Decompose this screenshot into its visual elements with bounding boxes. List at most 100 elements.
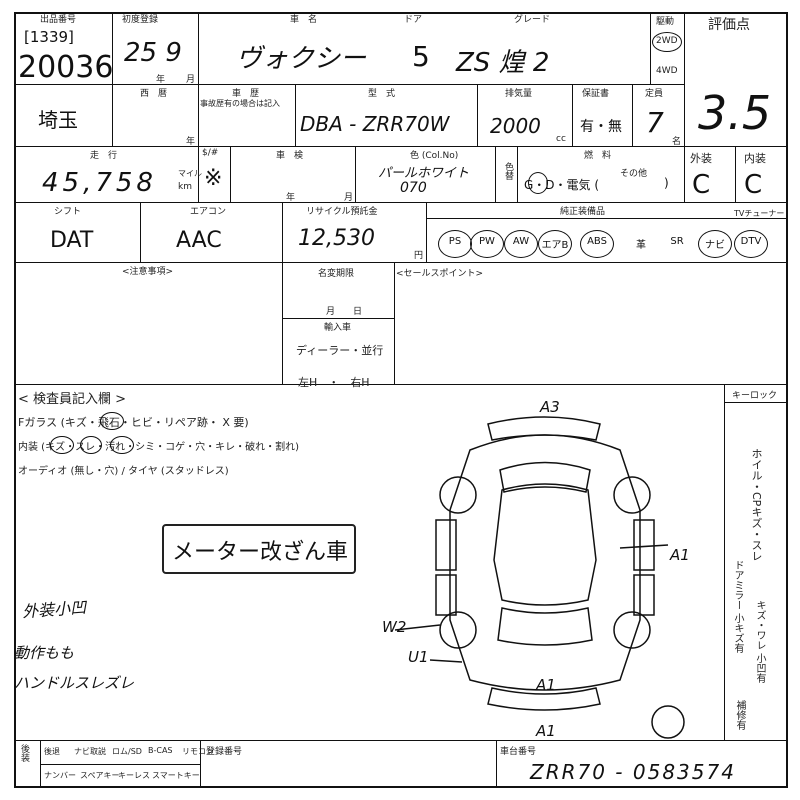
footer-item-2: スペアキー [80, 771, 120, 780]
mark-a1-bottom: A1 [535, 722, 556, 740]
footer-item-2: ナンバー [44, 771, 76, 780]
footer-item: B-CAS [148, 746, 173, 755]
ac-label: エアコン [190, 207, 227, 217]
ac: AAC [176, 228, 222, 253]
equipment-circle [734, 230, 768, 258]
inspector-heading: < 検査員記入欄 > [18, 392, 127, 407]
recycle-label: リサイクル預託金 [306, 207, 378, 217]
color-value: パールホワイト [378, 166, 470, 181]
steering: 左H ・ 右H [298, 376, 370, 389]
capacity-label: 定員 [645, 89, 664, 99]
drive-4wd: 4WD [656, 66, 678, 76]
region: 埼玉 [38, 108, 78, 132]
exterior: C [692, 170, 711, 200]
wheel-rear-right [613, 611, 651, 649]
door-right-front [633, 519, 655, 571]
drive-label: 駆動 [656, 17, 675, 27]
capacity: 7 [646, 106, 664, 139]
sharp-value: ※ [204, 166, 223, 191]
side-text-4: 補修有 [734, 700, 745, 730]
car-name-label: 車 名 [290, 15, 318, 25]
interior-line: 内装 (キズ・スレ・汚れ・シミ・コゲ・穴・キレ・破れ・割れ) [18, 442, 299, 453]
color-no: 070 [400, 180, 427, 196]
disp-label: 排気量 [505, 89, 533, 99]
hand-note-1: 外装小凹 [21, 597, 87, 622]
mark-u1: U1 [408, 648, 429, 666]
mark-a3: A3 [539, 398, 560, 416]
outer-right [786, 12, 788, 788]
grade: ZS 煌 2 [456, 48, 550, 78]
attention-label: <注意事項> [122, 267, 174, 277]
grade-label: グレード [514, 15, 551, 25]
equipment-circle [470, 230, 504, 258]
equipment-item: 革 [636, 240, 646, 251]
car-roof [493, 483, 597, 606]
history-note: 事故歴有の場合は記入 [200, 99, 280, 108]
equipment-circle [580, 230, 614, 258]
door-left-front [435, 519, 457, 571]
equipment-item: DTV [740, 236, 762, 247]
equipment-item: AW [512, 236, 530, 247]
hand-note-2: 動作もも [14, 644, 75, 662]
outer-bottom [14, 786, 788, 788]
equipment-circle [504, 230, 538, 258]
exterior-label: 外装 [690, 152, 712, 165]
equipment-circle [698, 230, 732, 258]
recycle: 12,530 [298, 226, 375, 251]
car-rear-window [497, 607, 593, 646]
reg-label: 登録番号 [206, 747, 243, 757]
side-text-1: ホイル・CPキズ・スレ [750, 448, 763, 562]
keylock-label: キーロック [732, 391, 778, 401]
inspection-label: 車 検 [276, 151, 304, 161]
audio-line: オーディオ (無し・穴) / タイヤ (スタッドレス) [18, 466, 229, 477]
interior-label: 内装 [744, 152, 766, 165]
score-label: 評価点 [708, 17, 750, 33]
door-right-rear [633, 574, 655, 616]
mark-a1-side: A1 [669, 546, 690, 564]
door-label: ドア [404, 15, 423, 25]
mark-w2: W2 [382, 618, 406, 636]
equipment-item: PS [448, 236, 462, 247]
history-label: 車 歴 [232, 89, 260, 99]
deadline-label: 名変期限 [318, 269, 355, 279]
color-change-label: 色替 [503, 162, 513, 180]
equipment-item: ナビ [705, 240, 725, 251]
drive-2wd: 2WD [656, 36, 678, 46]
fuel-label: 燃 料 [584, 151, 612, 161]
tuner-label: TVチューナー [734, 209, 785, 218]
footer-item-2: スマートキー [152, 771, 200, 780]
door-left-rear [435, 574, 457, 616]
sales-label: <セールスポイント> [396, 269, 484, 279]
interior: C [744, 170, 763, 200]
chassis-number: ZRR70 - 0583574 [530, 760, 736, 784]
lot-number: 20036 [18, 50, 114, 85]
hand-note-3: ハンドルスレズレ [14, 674, 135, 692]
footer-item: リモコン [182, 747, 214, 756]
car-windshield [499, 461, 591, 493]
footer-item: ナビ取説 [74, 747, 106, 756]
shift-label: シフト [54, 207, 82, 217]
first-reg-value: 25 9 [124, 38, 182, 68]
footer-item: ロム/SD [112, 747, 142, 756]
glass-line: Fガラス (キズ・飛石・ヒビ・リペア跡・ X 要) [18, 416, 249, 429]
footer-item: 後退 [44, 747, 60, 756]
displacement: 2000 [490, 114, 541, 138]
mileage: 45,758 [42, 168, 157, 198]
outer-left [14, 12, 16, 788]
model: DBA - ZRR70W [300, 112, 450, 136]
first-reg-label: 初度登録 [122, 15, 159, 25]
meter-tampered-text: メーター改ざん車 [172, 540, 349, 565]
era-label: 西 暦 [140, 89, 168, 99]
wheel-rear-left [439, 611, 477, 649]
import-dealer: ディーラー・並行 [296, 344, 384, 357]
equipment-item: PW [479, 236, 495, 247]
spare-wheel [651, 705, 685, 739]
side-text-2: ドアミラー 小キズ有 [732, 560, 743, 654]
doors: 5 [412, 40, 430, 73]
lot-bracket: [1339] [24, 28, 74, 46]
equipment-item: ABS [587, 236, 607, 247]
meter-tampered-stamp [162, 524, 356, 574]
footer-item-2: キーレス [118, 771, 150, 780]
outer-top [14, 12, 788, 14]
equipment-label: 純正装備品 [560, 207, 606, 217]
